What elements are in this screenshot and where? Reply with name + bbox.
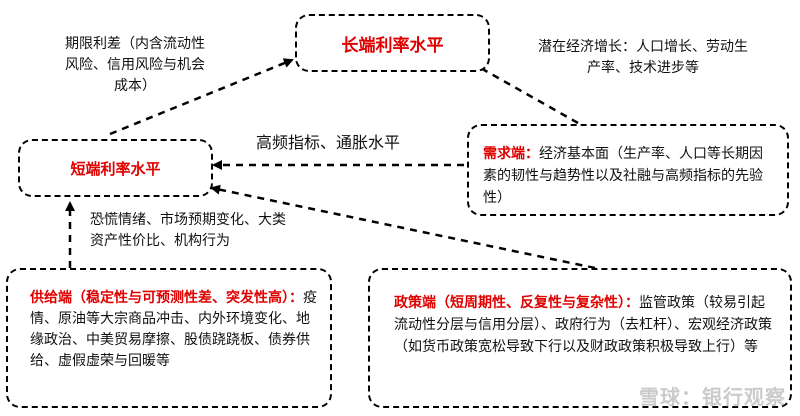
long-end-title: 长端利率水平 — [341, 35, 444, 56]
term-premium-label: 期限利差（内含流动性风险、信用风险与机会成本） — [65, 36, 205, 94]
policy-body: 监管政策（较易引起流动性分层与信用分层）、政府行为（去杠杆）、宏观经济政策（如货… — [394, 295, 772, 355]
supply-body: 疫情、原油等大宗商品冲击、内外环境变化、地缘政治、中美贸易摩擦、股债跷跷板、债券… — [30, 290, 317, 369]
potential-growth-label: 潜在经济增长：人口增长、劳动生产率、技术进步等 — [538, 39, 748, 76]
sentiment-label: 恐慌情绪、市场预期变化、大类资产性价比、机构行为 — [90, 212, 286, 249]
long-end-box: 长端利率水平 — [295, 14, 490, 72]
policy-head: 政策端（短周期性、反复性与复杂性）： — [394, 295, 639, 311]
short-end-box: 短端利率水平 — [18, 139, 213, 197]
arrow-policy-to-short — [210, 184, 596, 270]
short-end-title: 短端利率水平 — [70, 159, 161, 178]
demand-body: 经济基本面（生产率、人口等长期因素的韧性与趋势性以及社融与高频指标的先验性） — [483, 146, 763, 206]
demand-box: 需求端：经济基本面（生产率、人口等长期因素的韧性与趋势性以及社融与高频指标的先验… — [467, 124, 789, 216]
supply-head: 供给端（稳定性与可预测性差、突发性高）： — [30, 290, 303, 306]
supply-box: 供给端（稳定性与可预测性差、突发性高）：疫情、原油等大宗商品冲击、内外环境变化、… — [6, 268, 332, 408]
demand-head: 需求端： — [483, 146, 539, 162]
arrow-short-to-long — [109, 58, 294, 136]
high-freq-label: 高频指标、通胀水平 — [256, 133, 401, 152]
watermark-text: 雪球：银行观察 — [639, 385, 786, 409]
policy-box: 政策端（短周期性、反复性与复杂性）：监管政策（较易引起流动性分层与信用分层）、政… — [368, 268, 792, 408]
